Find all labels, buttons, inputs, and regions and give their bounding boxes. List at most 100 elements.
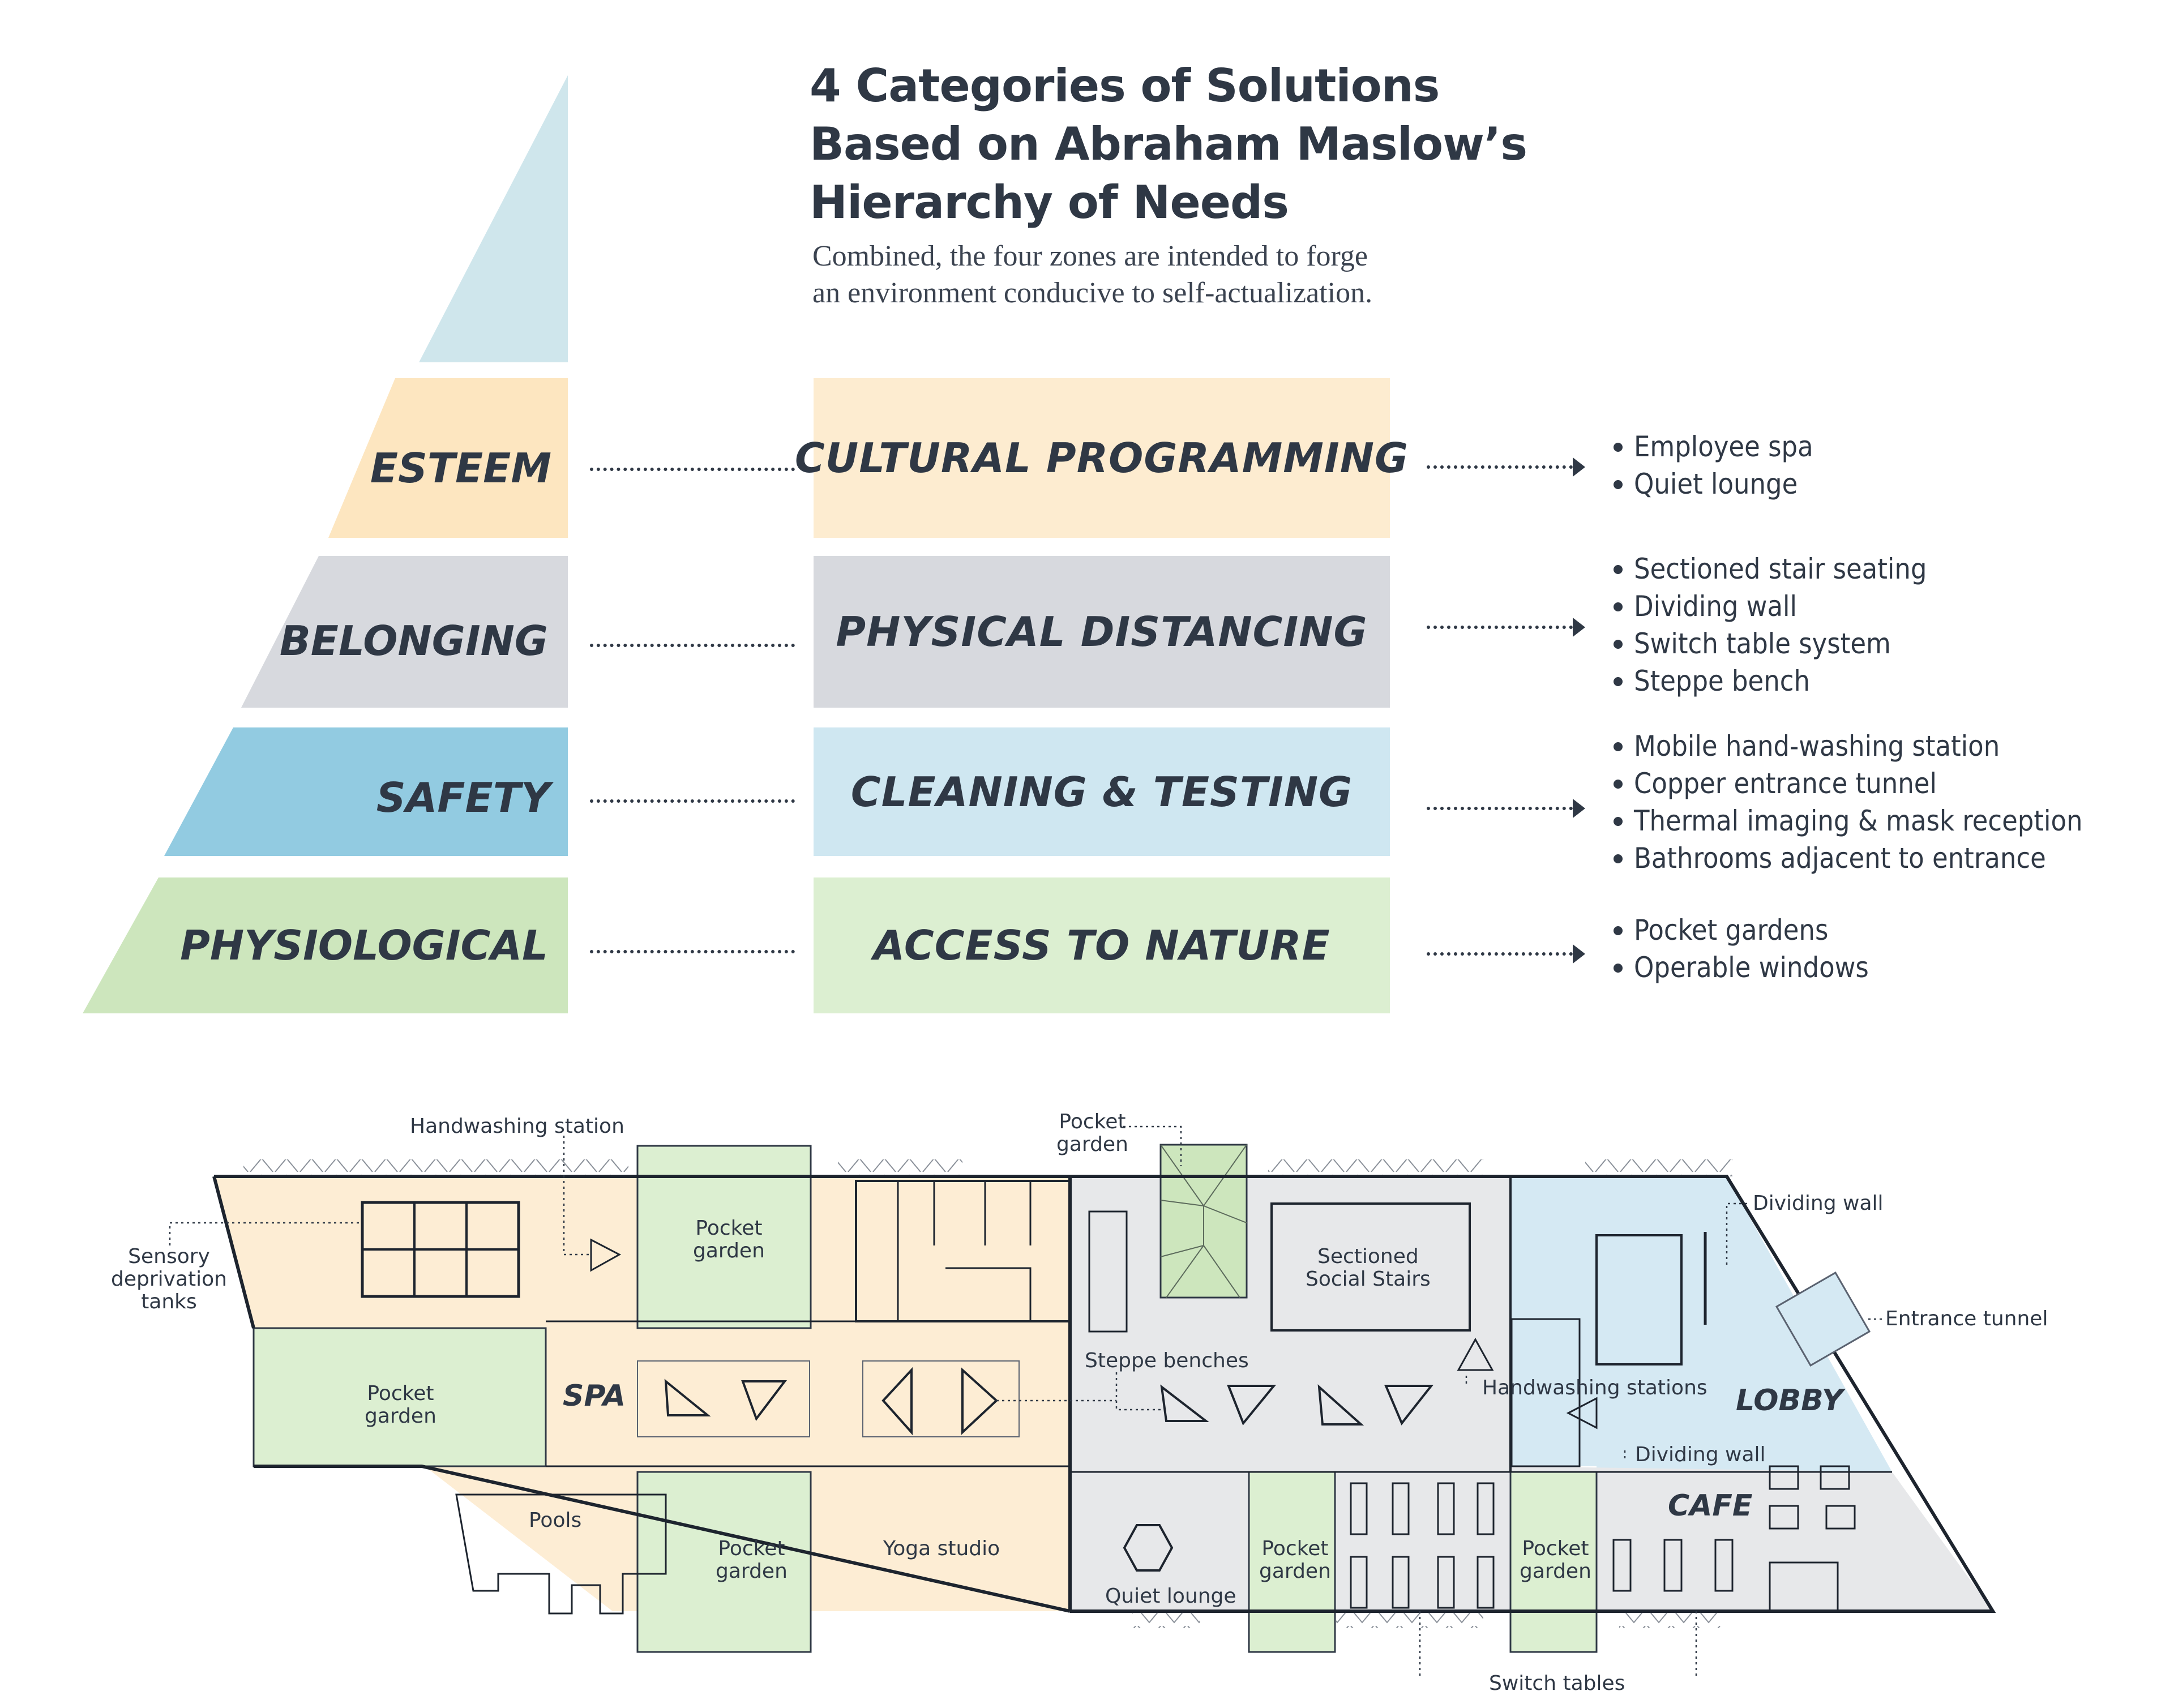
list-item: Quiet lounge bbox=[1614, 465, 1813, 503]
label-line: garden bbox=[365, 1405, 436, 1428]
switch-table bbox=[1350, 1482, 1368, 1535]
leader-dividing-top bbox=[1726, 1202, 1747, 1268]
switch-table bbox=[1392, 1556, 1410, 1609]
list-item: Steppe bench bbox=[1614, 662, 1927, 700]
label-handwashing-stations: Handwashing stations bbox=[1482, 1376, 1707, 1399]
steppe-bench-4 bbox=[961, 1367, 998, 1435]
bench-frame-2 bbox=[862, 1360, 1020, 1437]
leader-steppe bbox=[996, 1372, 1161, 1411]
steppe-bench-7 bbox=[1317, 1384, 1364, 1426]
list-item: Mobile hand-washing station bbox=[1614, 727, 2082, 765]
switch-table bbox=[1437, 1482, 1455, 1535]
connector-esteem bbox=[590, 468, 795, 471]
building-outline bbox=[212, 1175, 1996, 1613]
label-pocket-garden-2: Pocket garden bbox=[365, 1382, 436, 1428]
cafe-table bbox=[1825, 1505, 1856, 1530]
windows-top-right bbox=[1268, 1159, 1483, 1176]
windows-bottom-quiet bbox=[1132, 1611, 1200, 1628]
pyramid-safety bbox=[164, 727, 568, 856]
cafe-table bbox=[1769, 1505, 1799, 1530]
cafe-table bbox=[1663, 1539, 1683, 1592]
switch-tables bbox=[1350, 1482, 1495, 1609]
arrow-belonging bbox=[1427, 618, 1585, 637]
label-dividing-wall-top: Dividing wall bbox=[1753, 1192, 1884, 1215]
arrow-esteem bbox=[1427, 457, 1585, 477]
subtitle-line-2: an environment conducive to self-actuali… bbox=[812, 277, 1373, 309]
solution-label: ACCESS TO NATURE bbox=[873, 922, 1330, 969]
cafe-table bbox=[1769, 1465, 1799, 1490]
windows-bottom-cafe-right bbox=[1619, 1611, 1721, 1628]
label-pocket-garden-6: Pocket garden bbox=[1520, 1538, 1591, 1583]
steppe-bench-6 bbox=[1227, 1385, 1277, 1426]
solution-label: CULTURAL PROGRAMMING bbox=[794, 434, 1409, 482]
switch-table bbox=[1437, 1556, 1455, 1609]
stair-left bbox=[1088, 1210, 1128, 1333]
garden-quiet bbox=[1248, 1471, 1336, 1653]
leader-pocket-top bbox=[1123, 1125, 1182, 1166]
label-handwashing-station: Handwashing station bbox=[410, 1115, 624, 1138]
windows-top-mid bbox=[838, 1159, 962, 1176]
handwashing-triangle-spa bbox=[590, 1238, 622, 1272]
steppe-bench-1 bbox=[664, 1379, 711, 1416]
cafe-table bbox=[1820, 1465, 1850, 1490]
label-pocket-garden-3: Pocket garden bbox=[716, 1538, 788, 1583]
pyramid-top bbox=[419, 75, 568, 362]
maslow-pyramid bbox=[83, 75, 568, 1013]
subtitle: Combined, the four zones are intended to… bbox=[812, 238, 1492, 311]
page-title: 4 Categories of Solutions Based on Abrah… bbox=[810, 57, 1659, 232]
label-dividing-wall-bottom: Dividing wall bbox=[1635, 1443, 1766, 1466]
label-entrance-tunnel: Entrance tunnel bbox=[1885, 1307, 2048, 1330]
solution-label: CLEANING & TESTING bbox=[850, 768, 1353, 816]
lobby-stair bbox=[1510, 1318, 1581, 1467]
steppe-bench-5 bbox=[1160, 1384, 1209, 1422]
room-label-lobby: LOBBY bbox=[1736, 1384, 1843, 1418]
list-item: Pocket gardens bbox=[1614, 911, 1869, 949]
label-pocket-garden-5: Pocket garden bbox=[1259, 1538, 1331, 1583]
pyramid-esteem bbox=[328, 378, 568, 538]
label-line: garden bbox=[1056, 1133, 1128, 1156]
tier-label-physiological: PHYSIOLOGICAL bbox=[180, 922, 548, 969]
label-line: Pocket bbox=[695, 1217, 763, 1240]
label-line: Pocket bbox=[1261, 1537, 1329, 1560]
solution-physical-distancing: PHYSICAL DISTANCING bbox=[814, 556, 1390, 708]
list-item: Copper entrance tunnel bbox=[1614, 765, 2082, 802]
steppe-bench-3 bbox=[881, 1367, 913, 1436]
items-belonging: Sectioned stair seating Dividing wall Sw… bbox=[1614, 550, 1927, 700]
items-physiological: Pocket gardens Operable windows bbox=[1614, 911, 1869, 986]
label-line: garden bbox=[1520, 1560, 1591, 1583]
label-line: Social Stairs bbox=[1306, 1268, 1431, 1291]
label-switch-tables: Switch tables bbox=[1489, 1672, 1625, 1695]
label-line: Sectioned bbox=[1317, 1245, 1419, 1268]
title-line-3: Hierarchy of Needs bbox=[810, 176, 1289, 229]
room-label-spa: SPA bbox=[563, 1379, 626, 1413]
label-line: Pocket bbox=[367, 1382, 434, 1405]
arrow-physiological bbox=[1427, 944, 1585, 964]
label-line: Pocket bbox=[1522, 1537, 1589, 1560]
entrance-tunnel bbox=[1775, 1271, 1871, 1367]
list-item: Switch table system bbox=[1614, 625, 1927, 662]
handwashing-triangle-lobby bbox=[1566, 1397, 1598, 1429]
title-line-2: Based on Abraham Maslow’s bbox=[810, 118, 1527, 170]
tier-label-esteem: ESTEEM bbox=[370, 444, 551, 492]
windows-top-left bbox=[243, 1159, 628, 1176]
steppe-bench-8 bbox=[1384, 1385, 1434, 1426]
label-line: Pocket bbox=[718, 1537, 785, 1560]
connector-belonging bbox=[590, 644, 795, 647]
cafe-tables bbox=[1612, 1465, 1856, 1612]
leader-handwashing bbox=[563, 1136, 589, 1256]
zone-west-wing bbox=[214, 1176, 630, 1328]
pyramid-belonging bbox=[241, 556, 568, 708]
tier-label-safety: SAFETY bbox=[376, 774, 550, 821]
solution-cleaning-testing: CLEANING & TESTING bbox=[814, 727, 1390, 856]
solution-cultural-programming: CULTURAL PROGRAMMING bbox=[795, 378, 1408, 538]
quiet-lounge-table bbox=[1123, 1524, 1174, 1572]
subtitle-line-1: Combined, the four zones are intended to… bbox=[812, 240, 1368, 272]
label-line: deprivation bbox=[111, 1268, 227, 1291]
list-item: Employee spa bbox=[1614, 428, 1813, 465]
steppe-bench-2 bbox=[741, 1380, 788, 1422]
list-item: Sectioned stair seating bbox=[1614, 550, 1927, 588]
sensory-tanks-grid bbox=[362, 1202, 519, 1296]
label-line: Sensory bbox=[128, 1245, 210, 1268]
garden-spa-left bbox=[253, 1327, 547, 1467]
